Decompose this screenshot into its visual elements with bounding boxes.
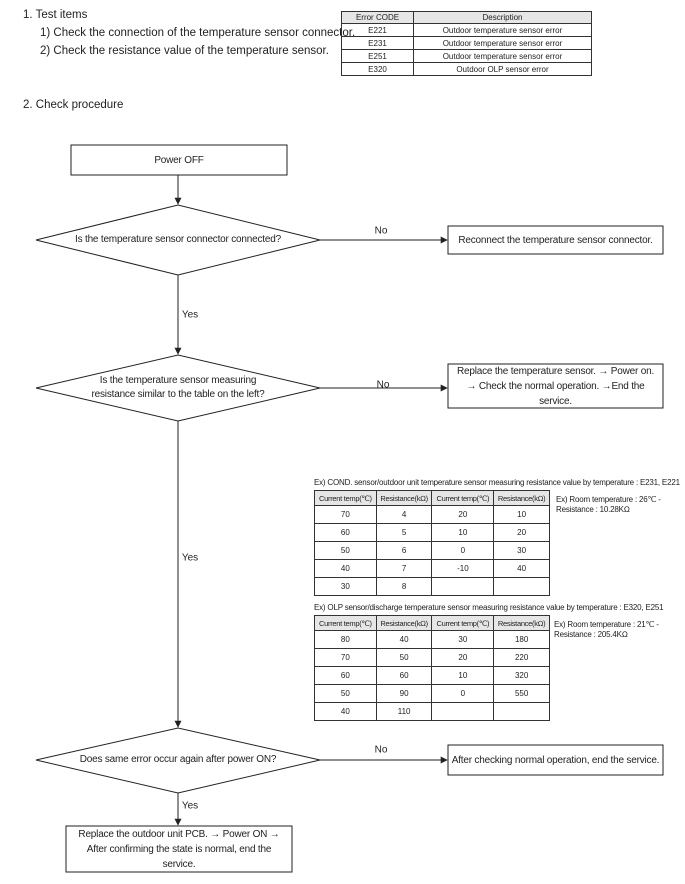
- table-cell: [493, 577, 550, 596]
- table-cell: 10: [431, 523, 495, 542]
- olp-table-note: Ex) Room temperature : 21℃ - Resistance …: [554, 620, 659, 639]
- test-item-2: 2) Check the resistance value of the tem…: [40, 45, 329, 57]
- q3-yes-label: Yes: [181, 800, 199, 812]
- table-cell: 0: [431, 684, 495, 703]
- table-cell: 50: [375, 648, 433, 667]
- section-title-test-items: 1. Test items: [23, 9, 88, 21]
- start-label: Power OFF: [154, 154, 204, 166]
- table-cell: 180: [493, 630, 550, 649]
- test-item-1: 1) Check the connection of the temperatu…: [40, 27, 356, 39]
- q2-no-action-text: Replace the temperature sensor. → Power …: [456, 365, 655, 407]
- table-cell: 80: [314, 630, 377, 649]
- table-cell: 550: [493, 684, 550, 703]
- table-cell: 20: [431, 505, 495, 524]
- description-cell: Outdoor OLP sensor error: [413, 62, 592, 76]
- olp-table-header: Current temp(℃) Resistance(kΩ) Current t…: [314, 615, 550, 631]
- table-cell: [431, 577, 495, 596]
- error-code-header: Error CODE: [341, 11, 414, 24]
- table-cell: 20: [493, 523, 550, 542]
- table-cell: 10: [493, 505, 550, 524]
- action-box-3: [447, 744, 664, 776]
- table-cell: 7: [375, 559, 433, 578]
- table-cell: 4: [375, 505, 433, 524]
- table-cell: 60: [375, 666, 433, 685]
- table-cell: 50: [314, 684, 377, 703]
- header-cell: Resistance(kΩ): [493, 490, 550, 506]
- action-box-1: [447, 225, 664, 255]
- table-cell: 40: [375, 630, 433, 649]
- q2-yes-label: Yes: [181, 552, 199, 564]
- header-cell: Current temp(℃): [431, 615, 495, 631]
- question-1-text: Is the temperature sensor connector conn…: [75, 234, 281, 245]
- end-box: [65, 825, 293, 873]
- table-cell: 5: [375, 523, 433, 542]
- q1-yes-label: Yes: [181, 309, 199, 321]
- table-cell: -10: [431, 559, 495, 578]
- table-cell: 110: [375, 702, 433, 721]
- table-cell: 220: [493, 648, 550, 667]
- header-cell: Resistance(kΩ): [375, 615, 433, 631]
- olp-table-caption: Ex) OLP sensor/discharge temperature sen…: [314, 603, 664, 612]
- table-cell: 40: [314, 559, 377, 578]
- q2-no-label: No: [376, 379, 390, 391]
- table-cell: 30: [493, 541, 550, 560]
- table-cell: 30: [314, 577, 377, 596]
- table-cell: 90: [375, 684, 433, 703]
- cond-resistance-table: Current temp(℃) Resistance(kΩ) Current t…: [314, 490, 550, 596]
- table-cell: [493, 702, 550, 721]
- header-cell: Current temp(℃): [431, 490, 495, 506]
- table-cell: [431, 702, 495, 721]
- q3-no-action-text: After checking normal operation, end the…: [451, 754, 660, 766]
- table-cell: 0: [431, 541, 495, 560]
- table-cell: 50: [314, 541, 377, 560]
- table-cell: 20: [431, 648, 495, 667]
- table-cell: 60: [314, 666, 377, 685]
- cond-table-note: Ex) Room temperature : 26℃ - Resistance …: [556, 495, 661, 514]
- header-cell: Resistance(kΩ): [375, 490, 433, 506]
- question-3-text: Does same error occur again after power …: [79, 754, 277, 765]
- table-cell: 30: [431, 630, 495, 649]
- q3-no-label: No: [374, 744, 388, 756]
- table-cell: 60: [314, 523, 377, 542]
- cond-table-header: Current temp(℃) Resistance(kΩ) Current t…: [314, 490, 550, 506]
- question-2-text: Is the temperature sensor measuring resi…: [91, 375, 265, 400]
- table-cell: 320: [493, 666, 550, 685]
- q1-no-action-text: Reconnect the temperature sensor connect…: [458, 234, 653, 246]
- table-cell: 10: [431, 666, 495, 685]
- action-box-2: [447, 363, 664, 409]
- start-box: [70, 144, 288, 176]
- table-cell: 8: [375, 577, 433, 596]
- end-action-text: Replace the outdoor unit PCB. → Power ON…: [78, 828, 280, 870]
- q1-no-label: No: [374, 225, 388, 237]
- section-title-check-procedure: 2. Check procedure: [23, 99, 124, 111]
- header-cell: Current temp(℃): [314, 615, 377, 631]
- header-cell: Current temp(℃): [314, 490, 377, 506]
- table-cell: 70: [314, 648, 377, 667]
- header-cell: Resistance(kΩ): [493, 615, 550, 631]
- olp-resistance-table: Current temp(℃) Resistance(kΩ) Current t…: [314, 615, 550, 721]
- table-cell: 40: [314, 702, 377, 721]
- table-cell: 70: [314, 505, 377, 524]
- table-cell: 6: [375, 541, 433, 560]
- cond-table-caption: Ex) COND. sensor/outdoor unit temperatur…: [314, 478, 680, 487]
- table-cell: 40: [493, 559, 550, 578]
